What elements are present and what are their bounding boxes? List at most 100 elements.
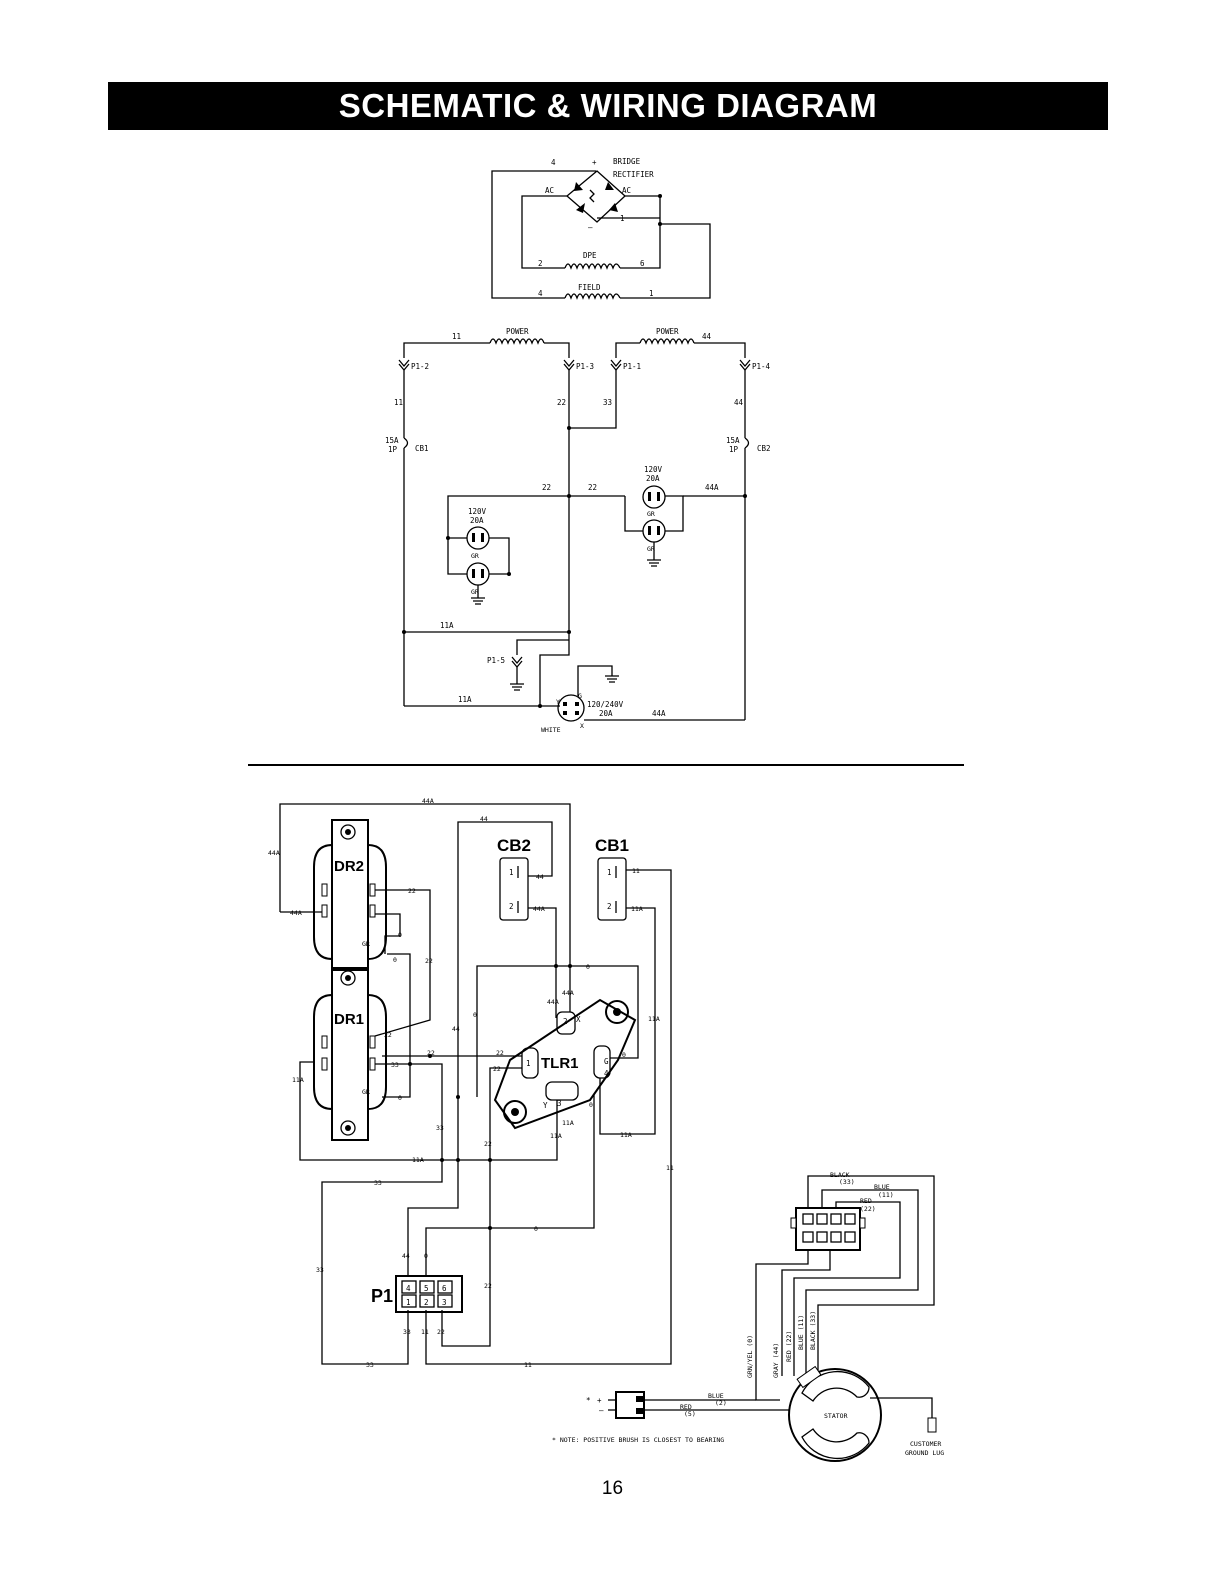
power-circuit: 11 POWER POWER 44 P1-2 P1-3 P1-1 P1-4 11… <box>385 327 771 734</box>
connector-label: P1-4 <box>752 362 771 371</box>
cb-terminal: 1 <box>607 868 612 877</box>
ground-icon <box>510 683 524 691</box>
stator-lead-label: GRN/YEL (0) <box>746 1335 754 1378</box>
wire-label: 33 <box>316 1266 324 1274</box>
p1-label: P1 <box>371 1286 393 1306</box>
tlr1-pin: 3 <box>557 1099 562 1108</box>
wire-label: 11A <box>620 1131 632 1139</box>
receptacle-amps: 20A <box>470 516 484 525</box>
connector-icon <box>511 656 523 669</box>
p1-pin: 4 <box>406 1284 411 1293</box>
wire-label: 44 <box>536 873 544 881</box>
ground-icon <box>647 559 661 567</box>
brush-wire-label: BLUE <box>708 1392 724 1400</box>
brush-note: * NOTE: POSITIVE BRUSH IS CLOSEST TO BEA… <box>552 1436 724 1444</box>
power-coil-label: POWER <box>506 327 529 336</box>
ground-icon <box>471 597 485 605</box>
wire-label: 11 <box>666 1164 674 1172</box>
twistlock-y: Y <box>556 698 560 706</box>
wire-label: 11A <box>550 1132 562 1140</box>
ground-lug-icon <box>927 1417 937 1433</box>
cb1-label: CB1 <box>415 444 429 453</box>
connector-label: P1-3 <box>576 362 594 371</box>
twistlock-receptacle-icon <box>557 694 585 722</box>
wire-label: 11 <box>632 867 640 875</box>
p1-pin: 2 <box>424 1298 429 1307</box>
rectifier-wire-label: 1 <box>620 214 625 223</box>
brush-star: * <box>586 1396 591 1405</box>
tlr1-pin: 1 <box>526 1059 531 1068</box>
wire-label: 22 <box>542 483 551 492</box>
wire-label: 44 <box>452 1025 460 1033</box>
rectifier-resistor-icon <box>589 189 595 203</box>
brush-pos: + <box>597 1396 602 1405</box>
wire-label: 44 <box>702 332 712 341</box>
brush-neg: – <box>599 1406 604 1415</box>
cb2-label: CB2 <box>757 444 771 453</box>
dr2-gr: GR <box>362 940 370 948</box>
wire-label: 33 <box>391 1061 399 1069</box>
wire-label: 33 <box>603 398 612 407</box>
stator-wire-label: RED <box>860 1197 872 1205</box>
wire-label: 22 <box>484 1140 492 1148</box>
wire-label: 44 <box>734 398 744 407</box>
wire-label: 22 <box>496 1049 504 1057</box>
wire-label: 44A <box>562 989 574 997</box>
cb1-pole: 1P <box>388 445 398 454</box>
wire-label: 0 <box>586 963 590 971</box>
exciter-circuit: 4 + BRIDGE RECTIFIER AC AC – 1 DPE 2 6 F… <box>491 157 711 300</box>
power-coil-icon <box>639 338 695 345</box>
connector-icon <box>563 359 575 372</box>
wire-label: 11 <box>421 1328 429 1336</box>
wire-label: 22 <box>425 957 433 965</box>
tlr1-pin: Y <box>543 1101 548 1110</box>
cb-terminal: 1 <box>509 868 514 877</box>
p1-pin: 6 <box>442 1284 447 1293</box>
tlr1-pin: 4 <box>604 1069 609 1078</box>
cb-terminal: 2 <box>607 902 612 911</box>
wire-label: 0 <box>424 1252 428 1260</box>
power-coil-icon <box>489 338 545 345</box>
stator-wire-label: (22) <box>860 1205 876 1213</box>
wire-label: 22 <box>588 483 597 492</box>
stator-lead-label: RED (22) <box>785 1331 793 1362</box>
wire-label: 11A <box>562 1119 574 1127</box>
twistlock-x: X <box>580 722 584 730</box>
rectifier-label: RECTIFIER <box>613 170 654 179</box>
wire-label: 33 <box>366 1361 374 1369</box>
cb-terminal: 2 <box>509 902 514 911</box>
wire-label: 0 <box>398 1094 402 1102</box>
wire-label: 44A <box>705 483 719 492</box>
dr2-label: DR2 <box>334 858 364 875</box>
receptacle-gr: GR <box>471 588 479 596</box>
wire-label: 11A <box>631 905 643 913</box>
wire-label: 0 <box>393 956 397 964</box>
dr2-receptacle: DR2 GR <box>313 819 387 971</box>
tlr1-pin: G <box>604 1057 609 1066</box>
tlr1-label: TLR1 <box>541 1055 579 1072</box>
cb2-title: CB2 <box>497 836 531 855</box>
dr1-gr: GR <box>362 1088 370 1096</box>
wire-label: 0 <box>398 931 402 939</box>
wire-label: 11A <box>412 1156 424 1164</box>
page-title: SCHEMATIC & WIRING DIAGRAM <box>108 82 1108 130</box>
wire-label: 22 <box>493 1065 501 1073</box>
rectifier-label: BRIDGE <box>613 157 641 166</box>
diode-icon <box>574 182 583 191</box>
stator-lead-label: GRAY (44) <box>772 1343 780 1378</box>
wire-label: 22 <box>484 1282 492 1290</box>
receptacle-volts: 120V <box>468 507 487 516</box>
wire-label: 11A <box>292 1076 304 1084</box>
receptacle-icon <box>466 562 490 586</box>
field-wire-label: 4 <box>538 289 543 298</box>
wire-label: 11 <box>524 1361 532 1369</box>
stator-wire-label: (33) <box>839 1178 855 1186</box>
rectifier-wire-label: 4 <box>551 158 556 167</box>
wire-label: 11A <box>648 1015 660 1023</box>
wire-label: 0 <box>622 1051 626 1059</box>
ground-lug-label: CUSTOMER <box>910 1440 941 1448</box>
rectifier-plus: + <box>592 158 597 167</box>
wire-label: 33 <box>403 1328 411 1336</box>
wire-label: 22 <box>437 1328 445 1336</box>
wire-label: 22 <box>384 1031 392 1039</box>
